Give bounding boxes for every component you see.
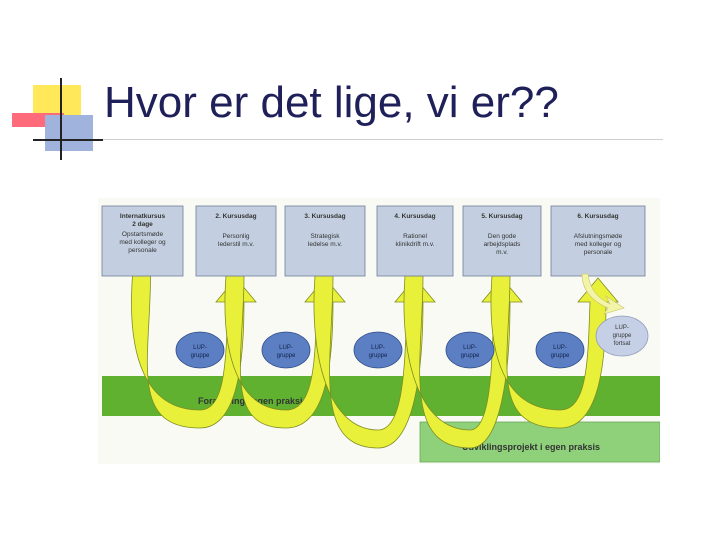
course-day-heading: 3. Kursusdag — [304, 213, 345, 220]
lup-group: LUP-gruppe — [446, 332, 494, 368]
lup-group: LUP-gruppe — [536, 332, 584, 368]
course-day-description: Opstartsmøde — [122, 231, 164, 238]
course-day-heading: 2. Kursusdag — [215, 213, 256, 220]
decor-horizontal-line — [33, 139, 103, 141]
course-day-description: Strategisk — [311, 233, 341, 240]
lup-group-label: LUP- — [463, 345, 477, 351]
lup-group-label: gruppe — [461, 353, 480, 359]
course-day-description: personale — [128, 247, 157, 254]
course-day-description: Afslutningsmøde — [574, 233, 623, 240]
course-day-description: med kolleger og — [575, 241, 622, 248]
course-day-heading: 4. Kursusdag — [394, 213, 435, 220]
lup-group: LUP-gruppe — [262, 332, 310, 368]
decor-blue-square — [45, 115, 93, 151]
course-day-description: m.v. — [496, 249, 508, 256]
course-day-description: personale — [584, 249, 613, 256]
course-day-description: arbejdsplads — [484, 241, 522, 248]
course-day-description: lederstil m.v. — [218, 241, 254, 248]
lup-group-label: LUP- — [371, 345, 385, 351]
course-day-description: ledelse m.v. — [308, 241, 342, 248]
lup-group-label: LUP- — [193, 345, 207, 351]
course-day-heading: 5. Kursusdag — [481, 213, 522, 220]
lup-group: LUP-gruppe — [354, 332, 402, 368]
course-day-description: klinikdrift m.v. — [396, 241, 435, 248]
lup-group-label: gruppe — [277, 353, 296, 359]
title-underline — [33, 139, 663, 140]
lup-continued-line2: gruppe — [613, 333, 632, 339]
course-day-description: Personlig — [222, 233, 249, 240]
course-day-description: Rationel — [403, 233, 427, 240]
course-day-heading: 6. Kursusdag — [577, 213, 618, 220]
slide-title: Hvor er det lige, vi er?? — [104, 78, 559, 128]
course-day-description: Den gode — [488, 233, 517, 240]
lup-group-label: LUP- — [279, 345, 293, 351]
course-day-description: med kolleger og — [119, 239, 166, 246]
course-day-subheading: 2 dage — [132, 221, 153, 228]
lup-continued-line3: fortsat — [614, 341, 631, 347]
lup-group-label: gruppe — [191, 353, 210, 359]
course-flow-diagram: Forankring i egen praksis Udviklingsproj… — [98, 198, 660, 464]
lup-group-label: gruppe — [551, 353, 570, 359]
decor-vertical-line — [60, 78, 62, 160]
lup-group-label: gruppe — [369, 353, 388, 359]
lup-continued-line1: LUP- — [615, 325, 629, 331]
lup-group: LUP-gruppe — [176, 332, 224, 368]
course-day-heading: Internatkursus — [120, 213, 166, 220]
lup-group-label: LUP- — [553, 345, 567, 351]
